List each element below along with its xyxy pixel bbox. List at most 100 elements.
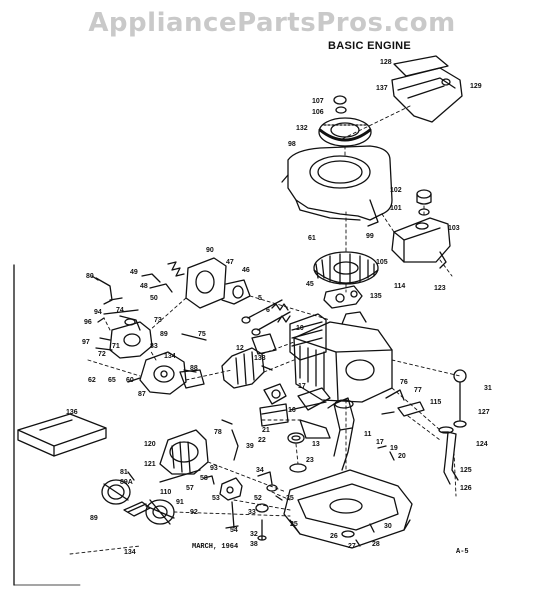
callout-20: 20 — [398, 453, 406, 460]
callout-77: 77 — [414, 387, 422, 394]
piston-part — [259, 403, 289, 427]
callout-98: 98 — [288, 141, 296, 148]
camshaft-part — [289, 387, 331, 411]
callout-91: 91 — [176, 499, 184, 506]
callout-75: 75 — [198, 331, 206, 338]
crankshaft-part — [327, 397, 355, 471]
bolt-27-part — [355, 539, 361, 547]
callout-53: 53 — [212, 495, 220, 502]
callout-72: 72 — [98, 351, 106, 358]
callout-94: 94 — [94, 309, 102, 316]
recoil-starter-part — [101, 479, 131, 505]
governor-assembly-part — [219, 477, 243, 529]
starter-cup-part — [318, 117, 372, 147]
callout-99: 99 — [366, 233, 374, 240]
callout-102: 102 — [390, 187, 402, 194]
starter-pulley-part — [145, 499, 175, 525]
callout-107: 107 — [312, 98, 324, 105]
callout-90: 90 — [206, 247, 214, 254]
callout-81: 81 — [120, 469, 128, 476]
callout-28: 28 — [372, 541, 380, 548]
callout-73: 73 — [154, 317, 162, 324]
callout-103: 103 — [448, 225, 460, 232]
callout-65: 65 — [108, 377, 116, 384]
callout-22: 22 — [258, 437, 266, 444]
callout-89: 89 — [90, 515, 98, 522]
dipstick-part — [453, 369, 467, 428]
callout-39: 39 — [246, 443, 254, 450]
drain-plug-parts — [255, 503, 269, 541]
callout-33: 33 — [248, 509, 256, 516]
callout-128: 128 — [380, 59, 392, 66]
spring-linkage-part — [141, 261, 185, 293]
callout-89A: 89A — [120, 479, 133, 486]
control-linkage-part — [91, 275, 123, 305]
callout-80: 80 — [86, 273, 94, 280]
callout-45: 45 — [306, 281, 314, 288]
cylinder-head-part — [289, 313, 327, 361]
callout-12: 12 — [236, 345, 244, 352]
flywheel-part — [313, 251, 379, 285]
callout-50: 50 — [150, 295, 158, 302]
link-78-part — [221, 419, 233, 425]
callout-5: 5 — [258, 295, 262, 302]
callout-76: 76 — [400, 379, 408, 386]
callout-123: 123 — [434, 285, 446, 292]
callout-133: 133 — [254, 355, 266, 362]
callout-57: 57 — [186, 485, 194, 492]
connecting-rod-part — [287, 419, 331, 444]
callout-78: 78 — [214, 429, 222, 436]
callout-58: 58 — [200, 475, 208, 482]
bolt-121-part — [159, 469, 201, 483]
diagram-title: BASIC ENGINE — [328, 40, 412, 52]
callout-96: 96 — [84, 319, 92, 326]
blower-housing-part — [281, 145, 393, 227]
callout-54: 54 — [230, 527, 238, 534]
callout-52: 52 — [254, 495, 262, 502]
callout-101: 101 — [390, 205, 402, 212]
callout-74: 74 — [116, 307, 124, 314]
callout-49: 49 — [130, 269, 138, 276]
bowl-part — [179, 369, 205, 389]
carburetor-part — [95, 321, 153, 359]
gasket-26-part — [341, 530, 355, 538]
gear-23-part — [289, 463, 307, 473]
callout-121: 121 — [144, 461, 156, 468]
callout-88: 88 — [190, 365, 198, 372]
callout-124: 124 — [476, 441, 488, 448]
callout-106: 106 — [312, 109, 324, 116]
callout-32: 32 — [250, 531, 258, 538]
callout-60: 60 — [126, 377, 134, 384]
ignition-module-part — [323, 285, 363, 309]
callout-126: 126 — [460, 485, 472, 492]
callout-83: 83 — [150, 343, 158, 350]
callout-13: 13 — [312, 441, 320, 448]
callout-27: 27 — [348, 543, 356, 550]
callout-26: 26 — [330, 533, 338, 540]
cylinder-block-part — [293, 311, 393, 403]
spark-plug-part — [263, 383, 287, 405]
breather-part — [251, 333, 277, 371]
callout-115: 115 — [430, 399, 441, 406]
callout-135: 135 — [370, 293, 382, 300]
callout-93: 93 — [210, 465, 218, 472]
callout-129: 129 — [470, 83, 482, 90]
link-75-part — [181, 333, 207, 341]
callout-71: 71 — [112, 343, 120, 350]
callout-87: 87 — [138, 391, 146, 398]
callout-11: 11 — [364, 431, 372, 438]
callout-92: 92 — [190, 509, 198, 516]
carburetor-mount-part — [185, 257, 251, 309]
callout-134: 134 — [124, 549, 136, 556]
seal-parts — [257, 471, 283, 501]
callout-136: 136 — [66, 409, 78, 416]
fuel-tank-part — [391, 217, 451, 269]
callout-16: 16 — [288, 407, 296, 414]
callout-46: 46 — [242, 267, 250, 274]
callout-31: 31 — [484, 385, 492, 392]
callout-127: 127 — [478, 409, 490, 416]
callout-120: 120 — [144, 441, 156, 448]
callout-105: 105 — [376, 259, 388, 266]
